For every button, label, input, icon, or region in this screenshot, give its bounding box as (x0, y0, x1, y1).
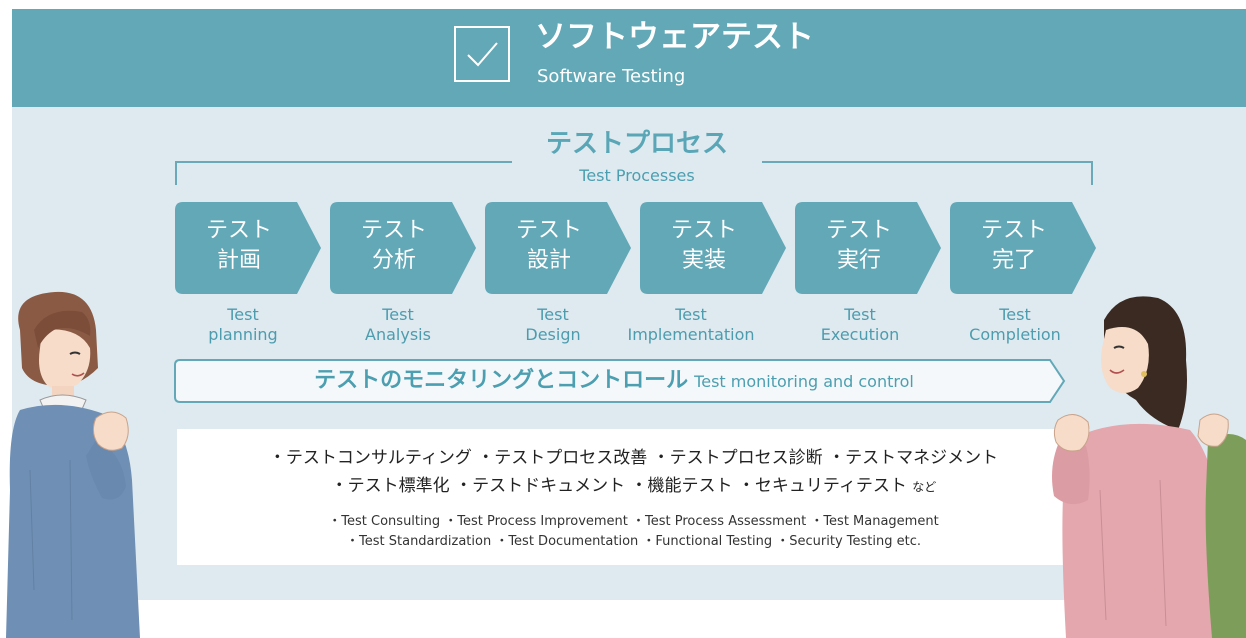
process-step-analysis: テスト 分析 (330, 202, 476, 294)
step-label: テスト 完了 (980, 218, 1047, 273)
step-caption-implementation: Test Implementation (627, 305, 755, 344)
services-en-line1: ・Test Consulting ・Test Process Improveme… (328, 514, 939, 529)
process-step-completion: テスト 完了 (950, 202, 1096, 294)
process-step-planning: テスト 計画 (175, 202, 321, 294)
process-title: テストプロセス (545, 129, 728, 159)
step-label: テスト 設計 (515, 218, 582, 273)
services-box: ・テストコンサルティング ・テストプロセス改善 ・テストプロセス診断 ・テストマ… (177, 429, 1090, 565)
step-caption-execution: Test Execution (820, 305, 900, 344)
step-caption-completion: Test Completion (969, 305, 1061, 344)
step-caption-planning: Test planning (208, 305, 278, 344)
checkbox-check-icon (454, 26, 510, 82)
monitoring-text: テストのモニタリングとコントロール Test monitoring and con… (174, 359, 1054, 403)
services-en-line2: ・Test Standardization ・Test Documentatio… (346, 534, 921, 549)
step-caption-design: Test Design (525, 305, 581, 344)
step-caption-analysis: Test Analysis (365, 305, 431, 344)
page-title: ソフトウェアテスト (535, 19, 814, 55)
step-label: テスト 分析 (360, 218, 427, 273)
step-label: テスト 計画 (205, 218, 272, 273)
monitoring-bar: テストのモニタリングとコントロール Test monitoring and con… (174, 359, 1066, 403)
page-subtitle: Software Testing (537, 66, 686, 87)
services-jp-line2: ・テスト標準化 ・テストドキュメント ・機能テスト ・セキュリティテスト など (177, 474, 1090, 499)
person-left-illustration (6, 291, 140, 638)
process-step-design: テスト 設計 (485, 202, 631, 294)
services-jp-line2-text: ・テスト標準化 ・テストドキュメント ・機能テスト ・セキュリティテスト (330, 476, 907, 496)
process-step-execution: テスト 実行 (795, 202, 941, 294)
monitoring-title-jp: テストのモニタリングとコントロール (314, 368, 689, 393)
services-jp-line2-suffix: など (912, 480, 937, 494)
services-jp-line1: ・テストコンサルティング ・テストプロセス改善 ・テストプロセス診断 ・テストマ… (268, 448, 999, 468)
monitoring-title-en: Test monitoring and control (694, 372, 914, 391)
process-step-implementation: テスト 実装 (640, 202, 786, 294)
bracket-gap (512, 155, 762, 167)
process-subtitle: Test Processes (579, 166, 695, 185)
person-right-illustration (1052, 296, 1246, 638)
header-banner (12, 9, 1246, 107)
step-label: テスト 実装 (670, 218, 737, 273)
step-label: テスト 実行 (825, 218, 892, 273)
